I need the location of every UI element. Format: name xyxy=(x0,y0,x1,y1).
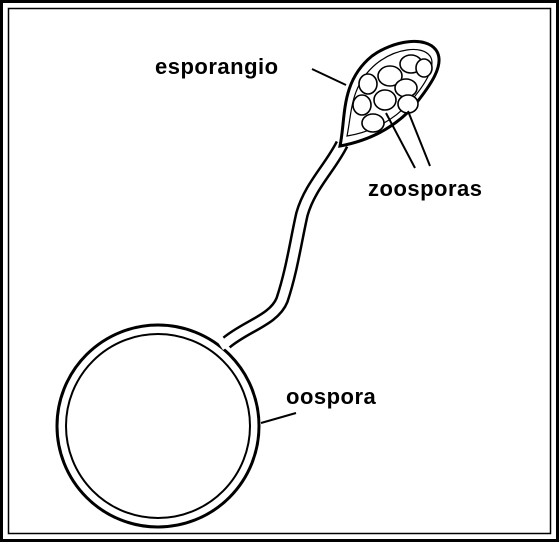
zoospore xyxy=(374,90,396,110)
oospore-leader xyxy=(261,413,296,423)
zoospore xyxy=(353,95,371,115)
zoospore xyxy=(416,59,432,77)
zoospores-label: zoosporas xyxy=(368,176,483,201)
zoospore xyxy=(359,74,377,94)
frame-inner xyxy=(9,9,551,534)
zoospores-leader-2 xyxy=(408,111,430,166)
oospore-outer-wall xyxy=(57,325,259,527)
zoospore xyxy=(362,114,384,132)
germ-tube xyxy=(218,144,342,348)
sporangium-label: esporangio xyxy=(155,54,279,79)
zoospores-leader-1 xyxy=(386,113,415,168)
sporangium-leader xyxy=(312,69,346,85)
oospore xyxy=(57,325,259,527)
zoospore xyxy=(395,79,417,97)
oospore-inner-wall xyxy=(66,334,250,518)
oospore-label: oospora xyxy=(286,384,377,409)
zoospore xyxy=(398,95,418,113)
